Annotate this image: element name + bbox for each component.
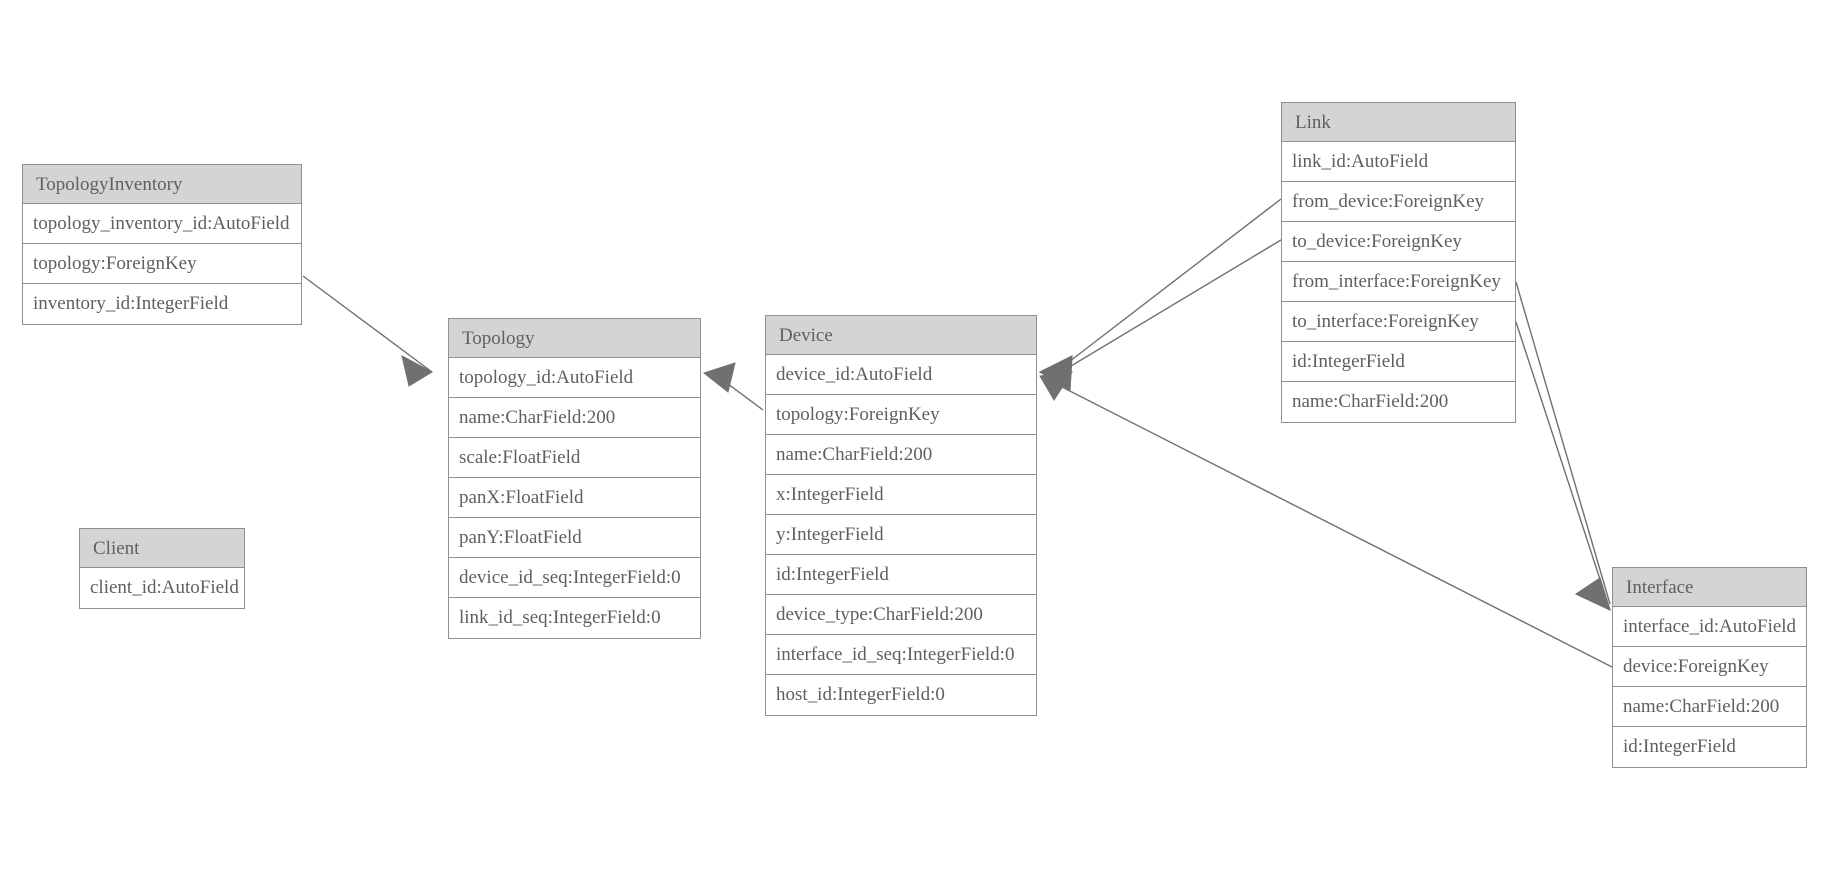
entity-field[interactable]: from_interface:ForeignKey bbox=[1282, 262, 1515, 302]
entity-field[interactable]: device_id:AutoField bbox=[766, 355, 1036, 395]
entity-field[interactable]: panY:FloatField bbox=[449, 518, 700, 558]
entity-field[interactable]: name:CharField:200 bbox=[766, 435, 1036, 475]
relation-arrowhead-icon bbox=[1038, 355, 1073, 391]
entity-field[interactable]: host_id:IntegerField:0 bbox=[766, 675, 1036, 715]
entity-field[interactable]: id:IntegerField bbox=[766, 555, 1036, 595]
entity-field[interactable]: y:IntegerField bbox=[766, 515, 1036, 555]
relation-arrowhead-icon bbox=[1574, 577, 1611, 611]
entity-title-device: Device bbox=[766, 316, 1036, 355]
entity-field[interactable]: panX:FloatField bbox=[449, 478, 700, 518]
relation-line bbox=[1515, 281, 1611, 605]
entity-title-interface: Interface bbox=[1613, 568, 1806, 607]
entity-title-link: Link bbox=[1282, 103, 1515, 142]
relation-line bbox=[1060, 239, 1282, 373]
entity-field[interactable]: client_id:AutoField bbox=[80, 568, 244, 608]
entity-title-topology_inventory: TopologyInventory bbox=[23, 165, 301, 204]
relation-link-to_interface-interface bbox=[1515, 321, 1611, 611]
entity-field[interactable]: link_id:AutoField bbox=[1282, 142, 1515, 182]
relation-line bbox=[1057, 384, 1613, 668]
relation-line bbox=[719, 377, 764, 411]
entity-title-client: Client bbox=[80, 529, 244, 568]
entity-field[interactable]: id:IntegerField bbox=[1613, 727, 1806, 767]
relation-arrowhead-icon bbox=[702, 362, 736, 393]
entity-field[interactable]: to_device:ForeignKey bbox=[1282, 222, 1515, 262]
entity-field[interactable]: device_type:CharField:200 bbox=[766, 595, 1036, 635]
entity-title-topology: Topology bbox=[449, 319, 700, 358]
relation-line bbox=[1515, 321, 1611, 611]
entity-field[interactable]: topology:ForeignKey bbox=[23, 244, 301, 284]
relation-line bbox=[302, 275, 433, 373]
relation-arrowhead-icon bbox=[1039, 371, 1073, 401]
relation-link-from_device-device bbox=[1038, 198, 1282, 391]
entity-field[interactable]: topology:ForeignKey bbox=[766, 395, 1036, 435]
relation-arrowhead-icon bbox=[1574, 577, 1611, 611]
entity-field[interactable]: name:CharField:200 bbox=[1282, 382, 1515, 422]
relation-topologyinventory-topology bbox=[302, 275, 434, 387]
entity-field[interactable]: to_interface:ForeignKey bbox=[1282, 302, 1515, 342]
entity-field[interactable]: interface_id_seq:IntegerField:0 bbox=[766, 635, 1036, 675]
entity-field[interactable]: topology_inventory_id:AutoField bbox=[23, 204, 301, 244]
entity-field[interactable]: from_device:ForeignKey bbox=[1282, 182, 1515, 222]
entity-field[interactable]: scale:FloatField bbox=[449, 438, 700, 478]
entity-field[interactable]: inventory_id:IntegerField bbox=[23, 284, 301, 324]
entity-field[interactable]: device:ForeignKey bbox=[1613, 647, 1806, 687]
entity-field[interactable]: id:IntegerField bbox=[1282, 342, 1515, 382]
relation-link-to_device-device bbox=[1038, 239, 1282, 391]
relation-arrowhead-icon bbox=[1038, 355, 1073, 391]
relation-arrowhead-icon bbox=[401, 355, 434, 387]
relation-link-from_interface-interface bbox=[1515, 281, 1611, 611]
relation-line bbox=[1060, 198, 1282, 369]
entity-field[interactable]: interface_id:AutoField bbox=[1613, 607, 1806, 647]
entity-field[interactable]: topology_id:AutoField bbox=[449, 358, 700, 398]
entity-field[interactable]: name:CharField:200 bbox=[449, 398, 700, 438]
entity-field[interactable]: name:CharField:200 bbox=[1613, 687, 1806, 727]
relation-device-topology bbox=[702, 362, 764, 411]
entity-field[interactable]: x:IntegerField bbox=[766, 475, 1036, 515]
entity-field[interactable]: link_id_seq:IntegerField:0 bbox=[449, 598, 700, 638]
entity-field[interactable]: device_id_seq:IntegerField:0 bbox=[449, 558, 700, 598]
